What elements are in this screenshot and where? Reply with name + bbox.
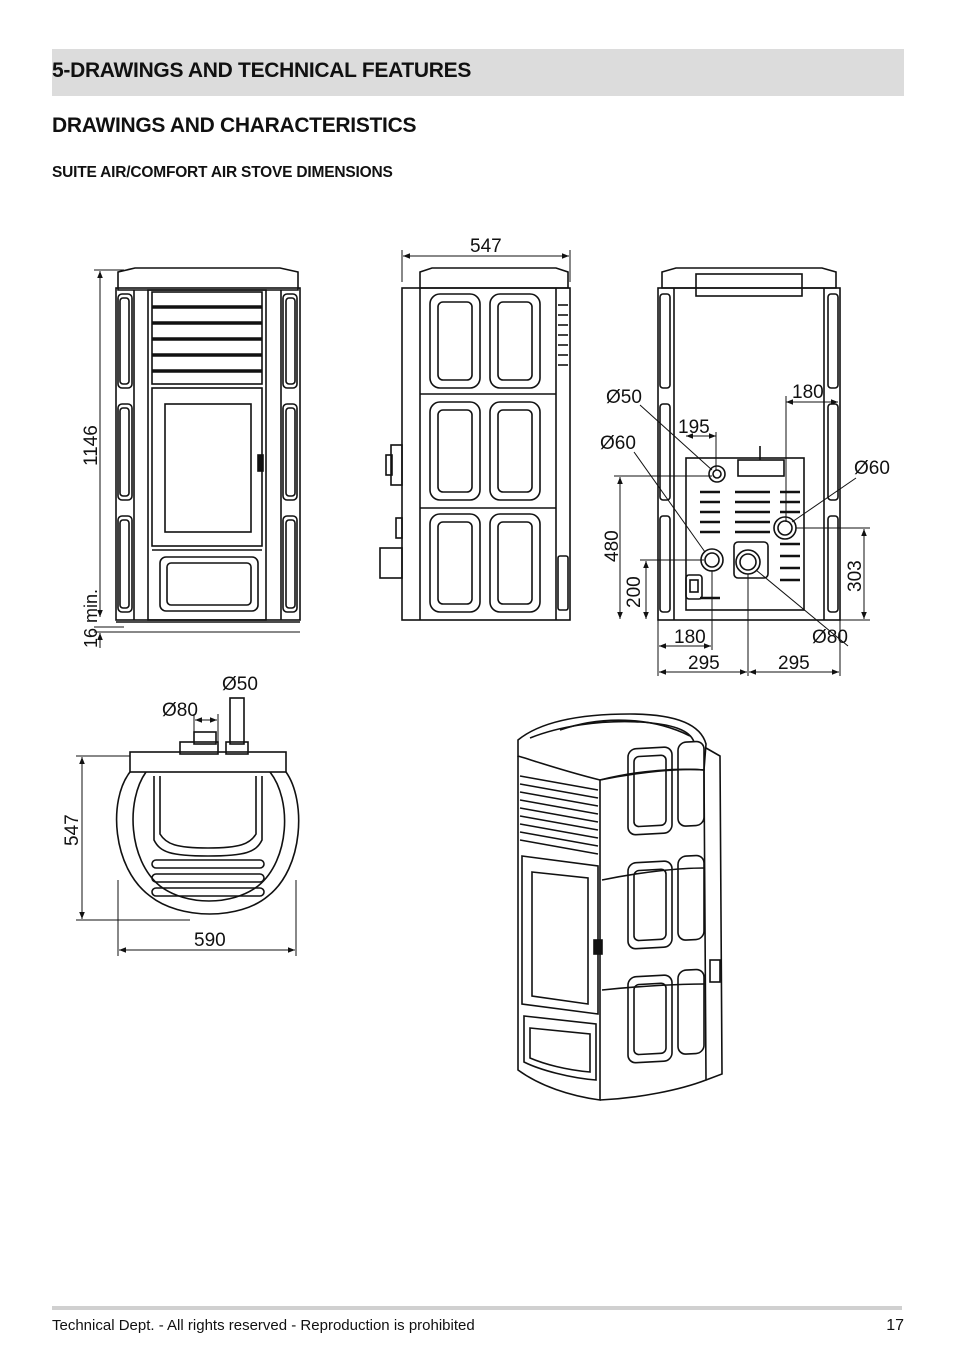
section-title: 5-DRAWINGS AND TECHNICAL FEATURES [52,59,472,82]
dim-rear-480: 480 [602,530,623,562]
dim-front-clearance: 16 min. [81,589,101,648]
dim-rear-180-bottom: 180 [674,627,706,648]
dim-front-height: 1146 [81,425,102,466]
footer-note: Technical Dept. - All rights reserved - … [52,1317,475,1334]
footer-rule [52,1306,902,1310]
top-view-dimensions [76,714,297,956]
dim-rear-d50: Ø50 [606,387,642,408]
front-view-drawing [115,267,301,623]
page-number: 17 [886,1317,904,1334]
dim-top-d50: Ø50 [222,674,258,695]
dim-rear-295-right: 295 [778,653,810,674]
dim-top-width: 590 [194,930,226,951]
dim-rear-195: 195 [678,417,710,438]
dim-rear-180-top: 180 [792,382,824,403]
top-view-drawing [115,697,300,915]
perspective-view-drawing [517,713,723,1101]
dim-top-depth: 547 [62,814,83,846]
figure-title: SUITE AIR/COMFORT AIR STOVE DIMENSIONS [52,164,393,181]
rear-view-dimensions [614,396,870,676]
dim-rear-d60-right: Ø60 [854,458,890,479]
dim-side-width: 547 [470,236,502,257]
dim-rear-303: 303 [845,560,866,592]
front-view-dimensions [94,269,300,648]
dim-rear-295-left: 295 [688,653,720,674]
side-view-dimensions [401,250,571,282]
side-view-drawing [379,267,571,621]
dim-rear-200: 200 [624,576,645,608]
subsection-title: DRAWINGS AND CHARACTERISTICS [52,114,417,137]
rear-view-drawing [657,267,841,621]
dim-rear-d60-left: Ø60 [600,433,636,454]
section-banner: 5-DRAWINGS AND TECHNICAL FEATURES [52,49,904,96]
dim-rear-d80: Ø80 [812,627,848,648]
dim-top-d80: Ø80 [162,700,198,721]
